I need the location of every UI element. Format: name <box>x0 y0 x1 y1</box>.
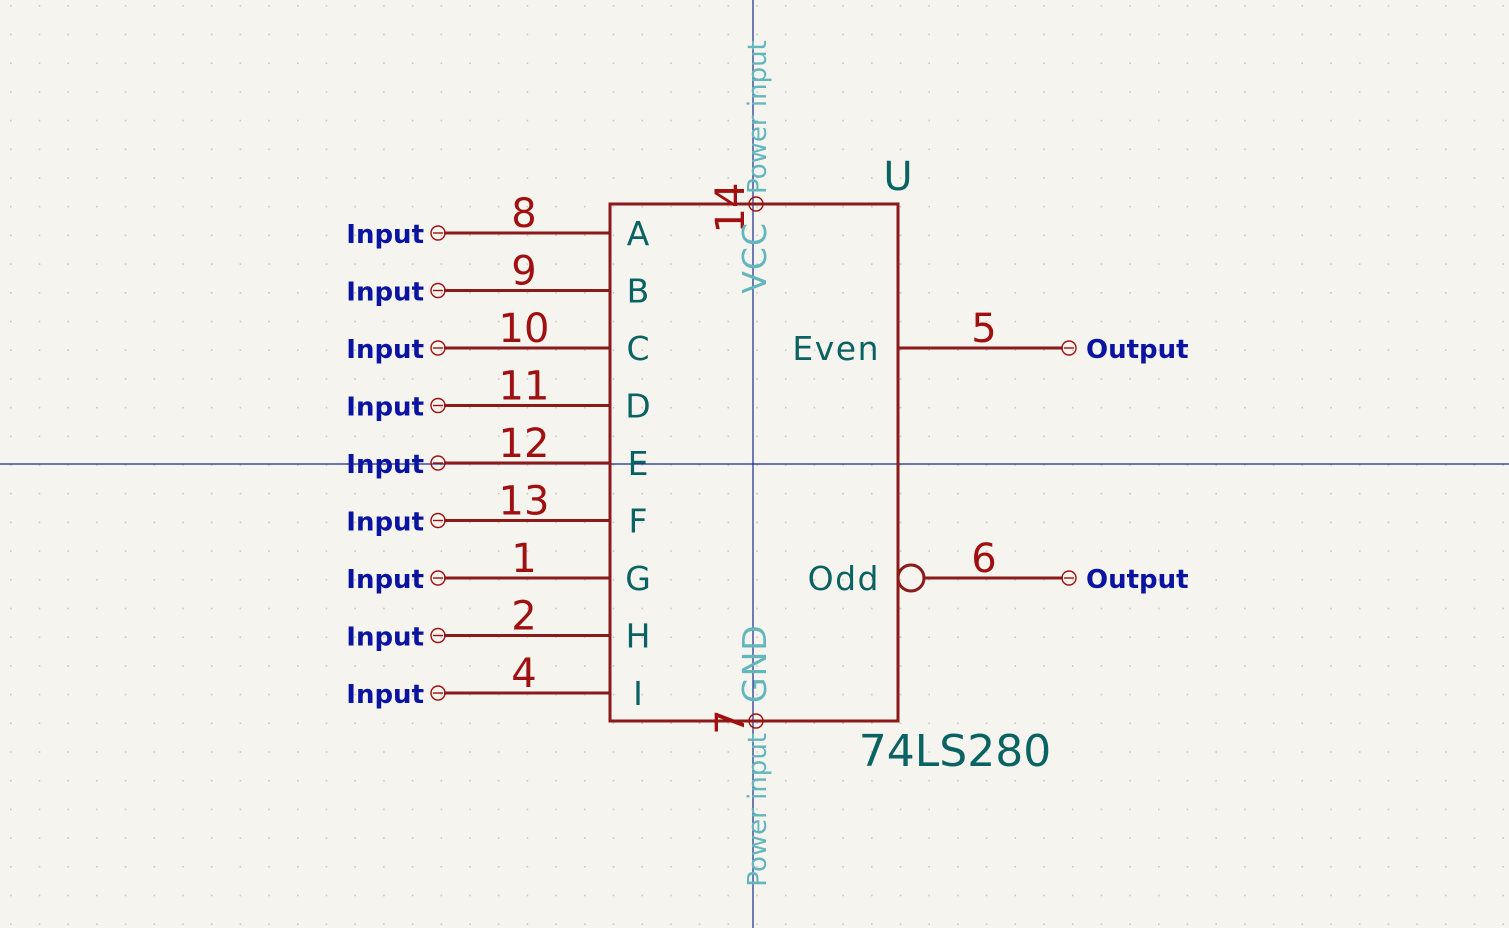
pin-endpoint[interactable] <box>748 713 764 729</box>
pin-number: 12 <box>499 421 550 467</box>
component-value[interactable]: 74LS280 <box>859 726 1051 777</box>
pin-electrical-type: Input <box>346 335 424 365</box>
pin-endpoint[interactable] <box>430 397 446 414</box>
pin-endpoint[interactable] <box>430 282 446 299</box>
pin-name: Odd <box>808 559 880 598</box>
pin-number: 9 <box>511 249 536 295</box>
pin-endpoint[interactable] <box>430 455 446 471</box>
pin-electrical-type: Input <box>346 450 424 480</box>
pin-endpoint[interactable] <box>1061 340 1077 356</box>
pin-number: 11 <box>499 364 550 410</box>
pin-endpoint[interactable] <box>430 512 446 529</box>
pin-name: D <box>625 387 650 426</box>
pin-number: 4 <box>511 651 536 697</box>
pin-electrical-type: Output <box>1086 335 1189 365</box>
pin-endpoint[interactable] <box>430 685 446 701</box>
grid-dots <box>10 5 1504 925</box>
pin-endpoint[interactable] <box>430 340 446 356</box>
pin-endpoint[interactable] <box>430 570 446 586</box>
pin-number: 8 <box>511 191 536 237</box>
pin-endpoint[interactable] <box>430 225 446 241</box>
pin-name: H <box>626 617 651 656</box>
pin-electrical-type: Input <box>346 565 424 595</box>
pin-name: C <box>626 329 649 368</box>
pin-electrical-type: Output <box>1086 565 1189 595</box>
pin-endpoint[interactable] <box>748 196 764 212</box>
pin-number: 2 <box>511 594 536 640</box>
inversion-bubble <box>896 563 926 593</box>
pin-electrical-type: Power input <box>743 733 773 887</box>
pin-name: G <box>625 559 651 598</box>
pin-name: VCC <box>735 222 774 294</box>
pin-name: B <box>627 272 650 311</box>
pin-name: E <box>628 444 649 483</box>
power-pin-gnd[interactable]: 7 GND Power input <box>708 624 774 886</box>
pin-number: 5 <box>971 306 996 352</box>
pin-number: 14 <box>708 183 754 234</box>
pin-electrical-type: Input <box>346 680 424 710</box>
pin-endpoint[interactable] <box>1061 570 1077 586</box>
pin-number: 1 <box>511 536 536 582</box>
pin-number: 7 <box>708 709 754 734</box>
pin-name: I <box>633 674 643 713</box>
pin-number: 10 <box>499 306 550 352</box>
pin-electrical-type: Input <box>346 278 424 308</box>
pin-name: Even <box>792 329 880 368</box>
pin-electrical-type: Input <box>346 623 424 653</box>
component-reference[interactable]: U <box>883 154 912 200</box>
pin-electrical-type: Input <box>346 220 424 250</box>
pin-electrical-type: Input <box>346 508 424 538</box>
pin-electrical-type: Input <box>346 393 424 423</box>
pin-name: GND <box>735 624 774 703</box>
pin-name: A <box>627 214 650 253</box>
pin-number: 6 <box>971 536 996 582</box>
pin-name: F <box>629 502 648 541</box>
pin-endpoint[interactable] <box>430 627 446 644</box>
pin-electrical-type: Power input <box>743 40 773 194</box>
pin-number: 13 <box>499 479 550 525</box>
